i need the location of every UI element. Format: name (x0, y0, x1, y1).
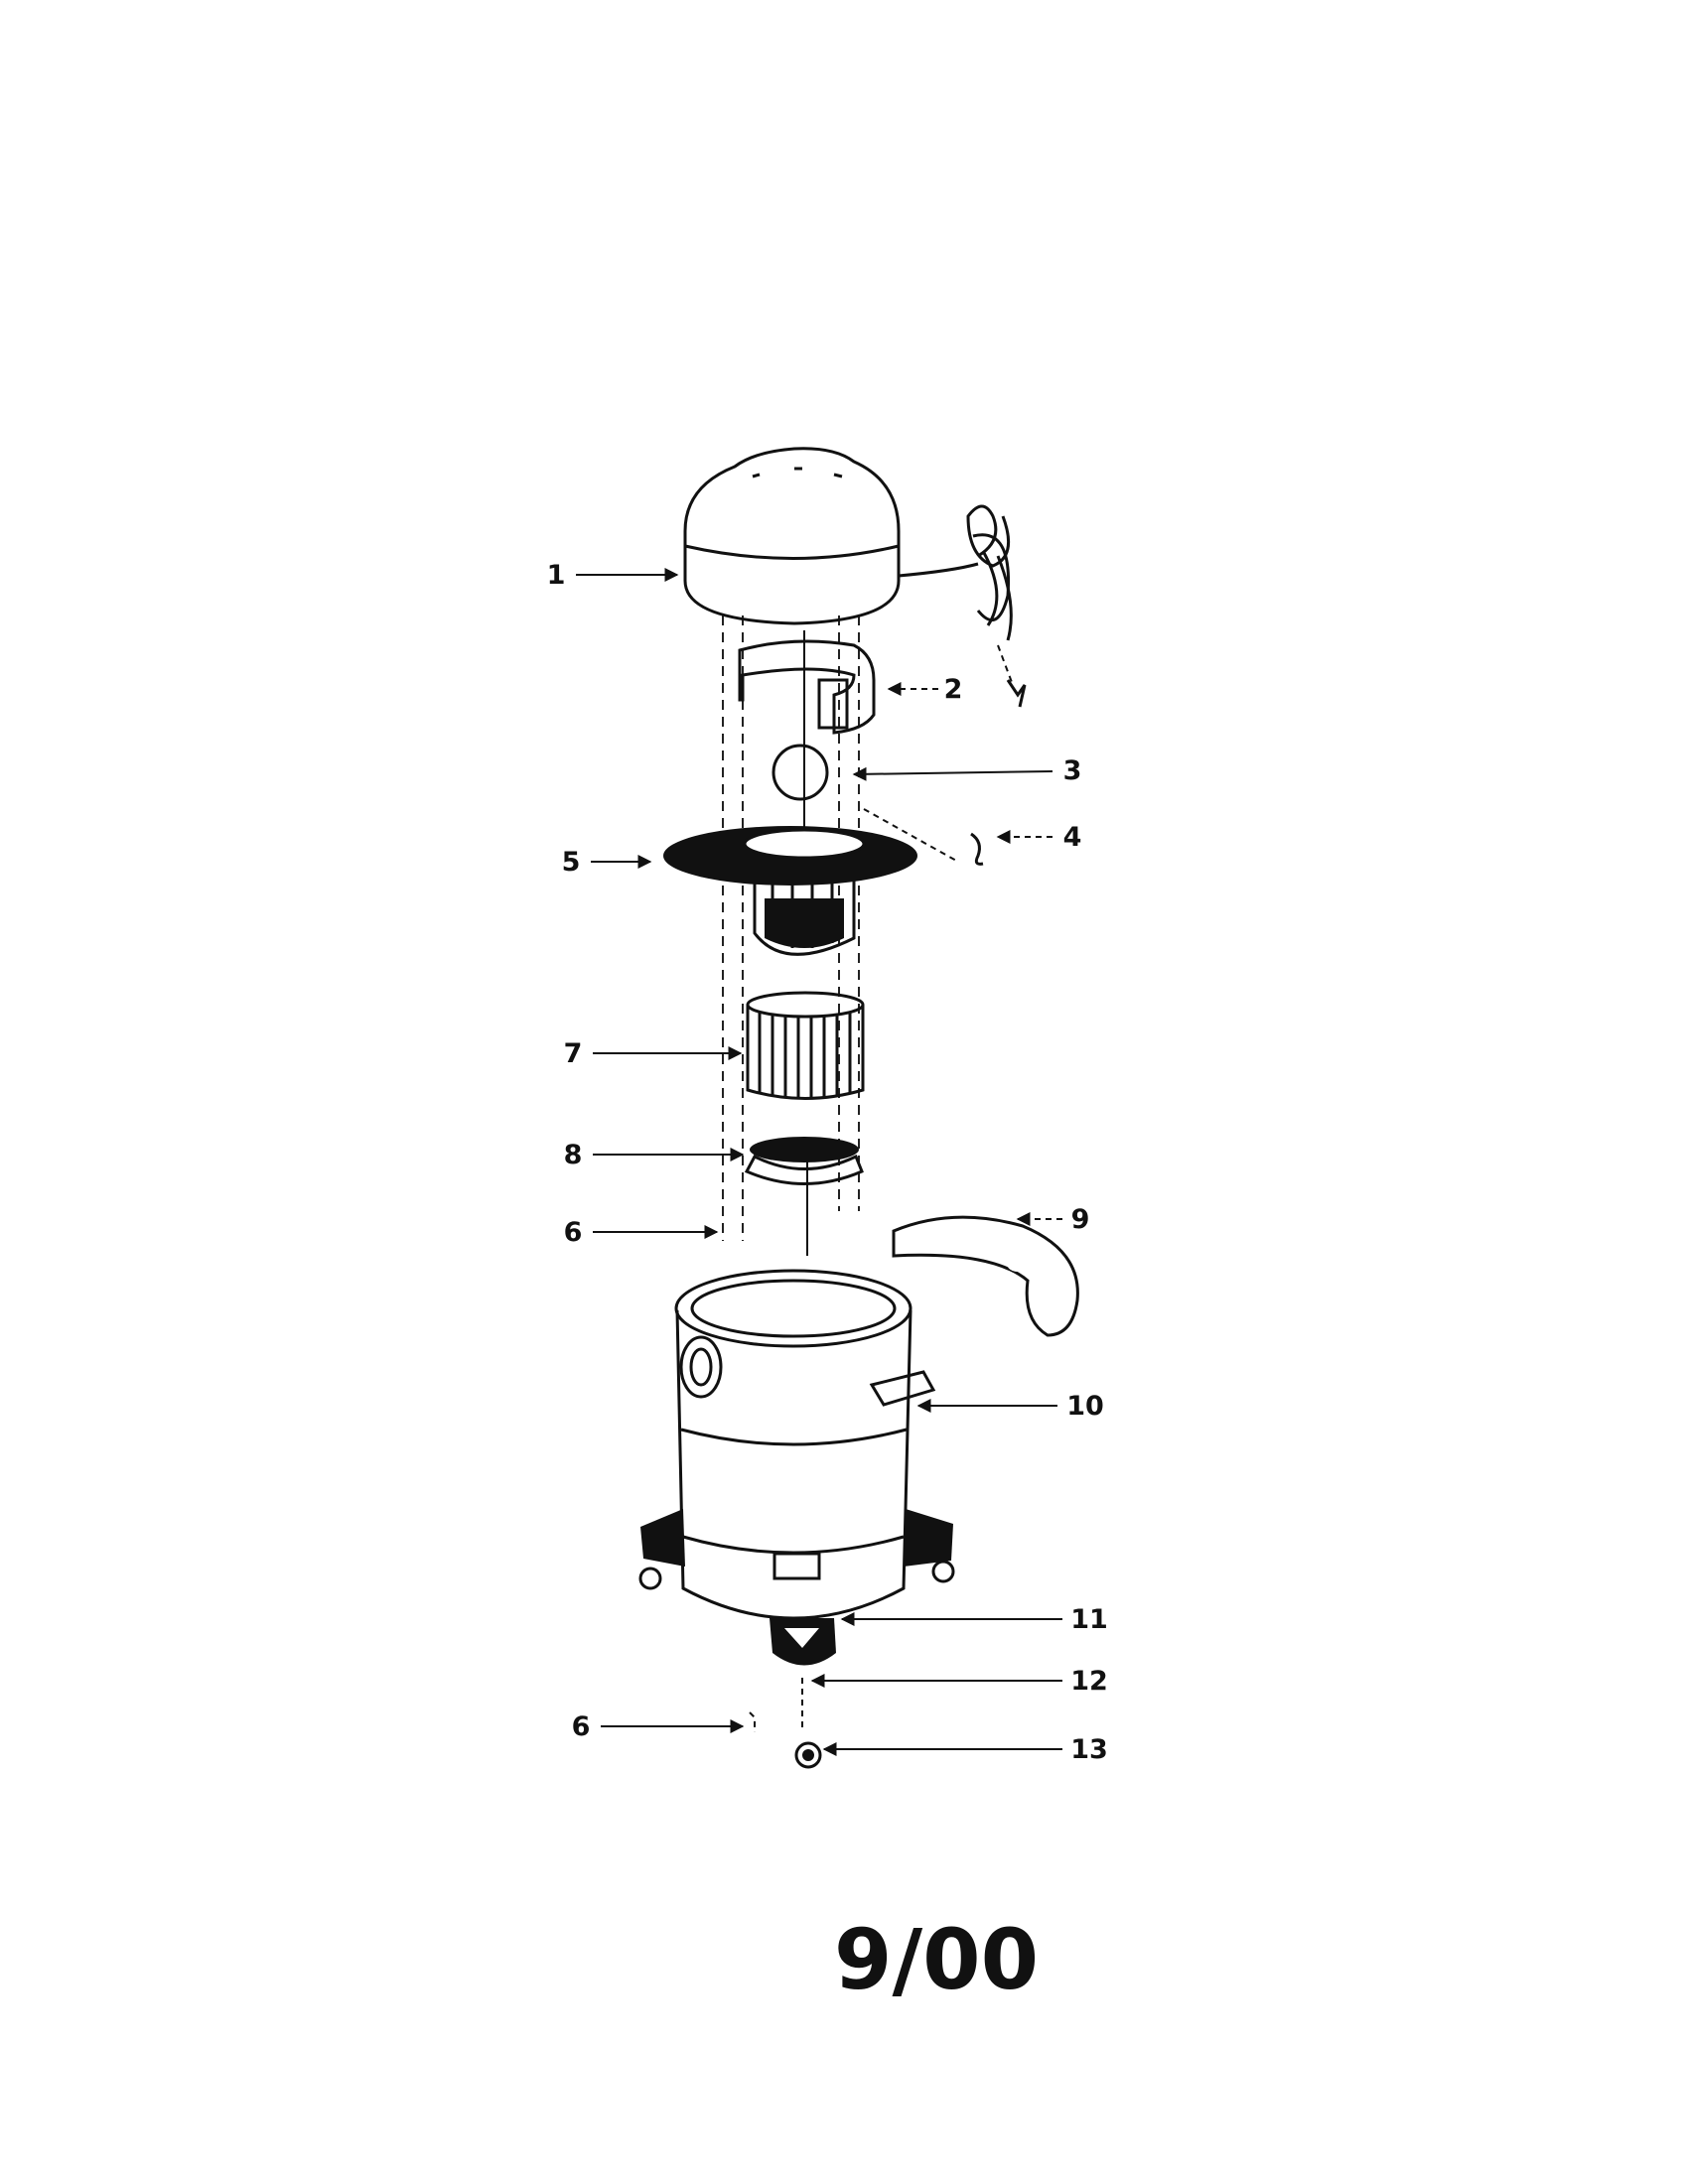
callout-9: 9 (1016, 1204, 1090, 1235)
callout-label-6-upper: 6 (564, 1217, 583, 1248)
float-ball (772, 744, 829, 801)
callout-8: 8 (564, 1140, 745, 1170)
callout-10: 10 (916, 1391, 1104, 1422)
callout-5: 5 (562, 847, 652, 878)
clip (863, 808, 984, 866)
page-date: 9/00 (834, 1911, 1040, 2008)
motor-head (683, 447, 1027, 708)
callout-label-8: 8 (564, 1140, 583, 1170)
callout-2: 2 (887, 674, 963, 705)
callout-label-2: 2 (944, 674, 963, 705)
assembly-guide-lines (722, 615, 860, 1256)
caster-housing (770, 1618, 836, 1666)
callout-4: 4 (996, 822, 1082, 853)
callout-label-9: 9 (1071, 1204, 1090, 1235)
lid-plate (663, 826, 917, 956)
callout-label-7: 7 (564, 1038, 583, 1069)
callout-label-13: 13 (1070, 1734, 1108, 1765)
accessory-tray (892, 1215, 1079, 1337)
callout-7: 7 (564, 1038, 743, 1069)
callout-6-upper: 6 (564, 1217, 719, 1248)
callout-label-3: 3 (1063, 755, 1082, 786)
callout-label-11: 11 (1070, 1604, 1108, 1635)
callout-11: 11 (840, 1604, 1108, 1635)
cartridge-filter (746, 991, 865, 1100)
callout-label-5: 5 (562, 847, 581, 878)
filter-retainer (744, 1137, 864, 1185)
callout-6-lower: 6 (572, 1711, 745, 1742)
callout-13: 13 (822, 1734, 1108, 1765)
callout-3: 3 (852, 755, 1082, 786)
callout-label-4: 4 (1063, 822, 1082, 853)
callout-1: 1 (547, 560, 679, 591)
callout-label-6-lower: 6 (572, 1711, 591, 1742)
callout-label-10: 10 (1066, 1391, 1104, 1422)
foam-baffle (738, 639, 876, 735)
tank (638, 1269, 955, 1620)
callout-label-12: 12 (1070, 1666, 1108, 1697)
caster-wheel (749, 1678, 822, 1769)
callout-12: 12 (810, 1666, 1108, 1697)
callout-label-1: 1 (547, 560, 566, 591)
